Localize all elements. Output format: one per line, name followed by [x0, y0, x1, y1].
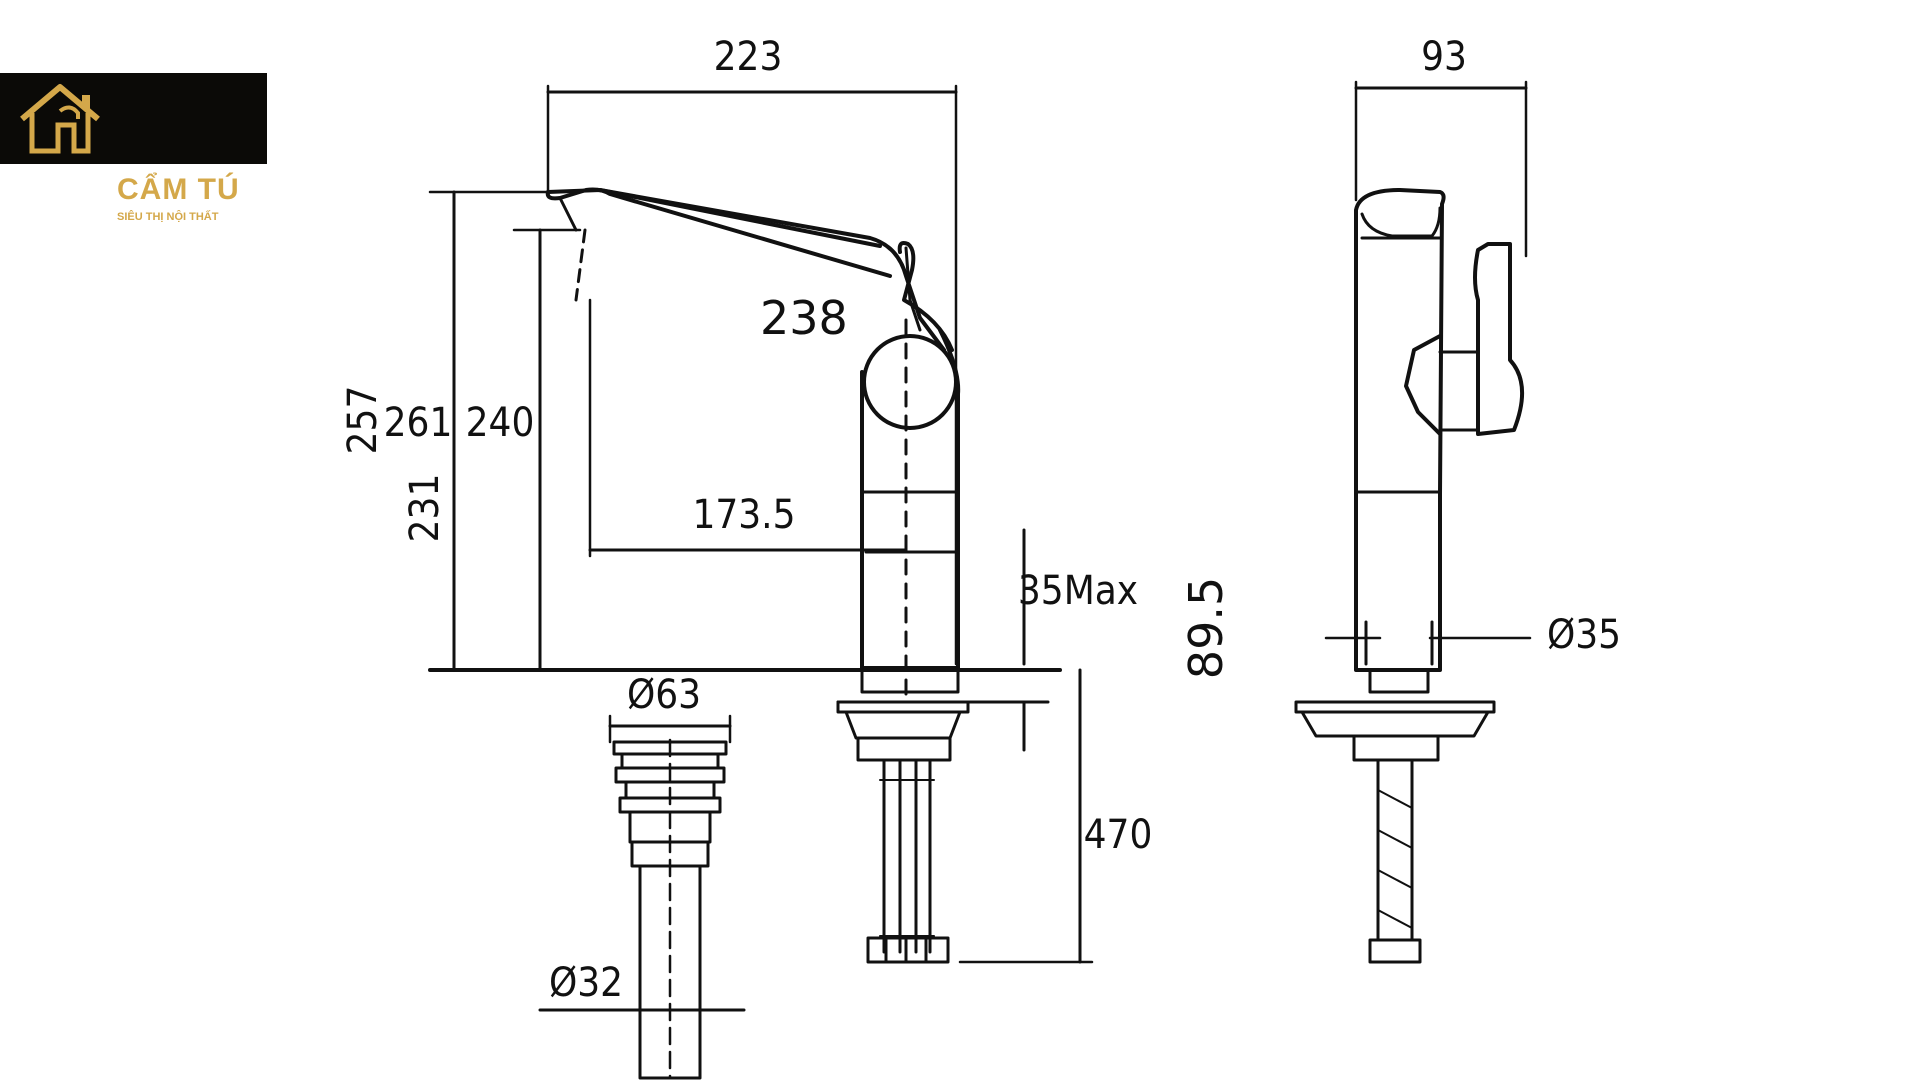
brand-name: CẨM TÚ — [117, 173, 240, 206]
dimension-470-label: 470 — [1084, 812, 1153, 858]
dimension-89-5-label: 89.5 — [1179, 577, 1233, 679]
dimension-238-label: 238 — [760, 291, 848, 345]
dimension-173-5-label: 173.5 — [693, 492, 796, 538]
dimension-240-label: 240 — [466, 400, 535, 446]
dimension-d35-label: Ø35 — [1547, 612, 1621, 658]
dimension-223-label: 223 — [714, 34, 783, 80]
dimension-d63-label: Ø63 — [627, 672, 701, 718]
house-faucet-icon — [20, 84, 100, 154]
brand-logo: CẨM TÚ SIÊU THỊ NỘI THẤT — [0, 73, 267, 223]
faucet-side-view — [1294, 80, 1532, 964]
dimension-231-label: 231 — [402, 474, 448, 543]
pop-up-drain — [538, 714, 746, 1080]
faucet-front-view — [428, 187, 1062, 964]
brand-tagline: SIÊU THỊ NỘI THẤT — [117, 211, 219, 223]
dimension-line-223 — [546, 84, 958, 666]
dimension-35max-label: 35Max — [1018, 568, 1138, 614]
dimension-261-label: 261 — [384, 400, 453, 446]
dimension-257-label: 257 — [340, 386, 386, 455]
dimension-93-label: 93 — [1421, 34, 1467, 80]
dimension-d32-label: Ø32 — [549, 960, 623, 1006]
height-dimension-lines — [428, 190, 1094, 964]
